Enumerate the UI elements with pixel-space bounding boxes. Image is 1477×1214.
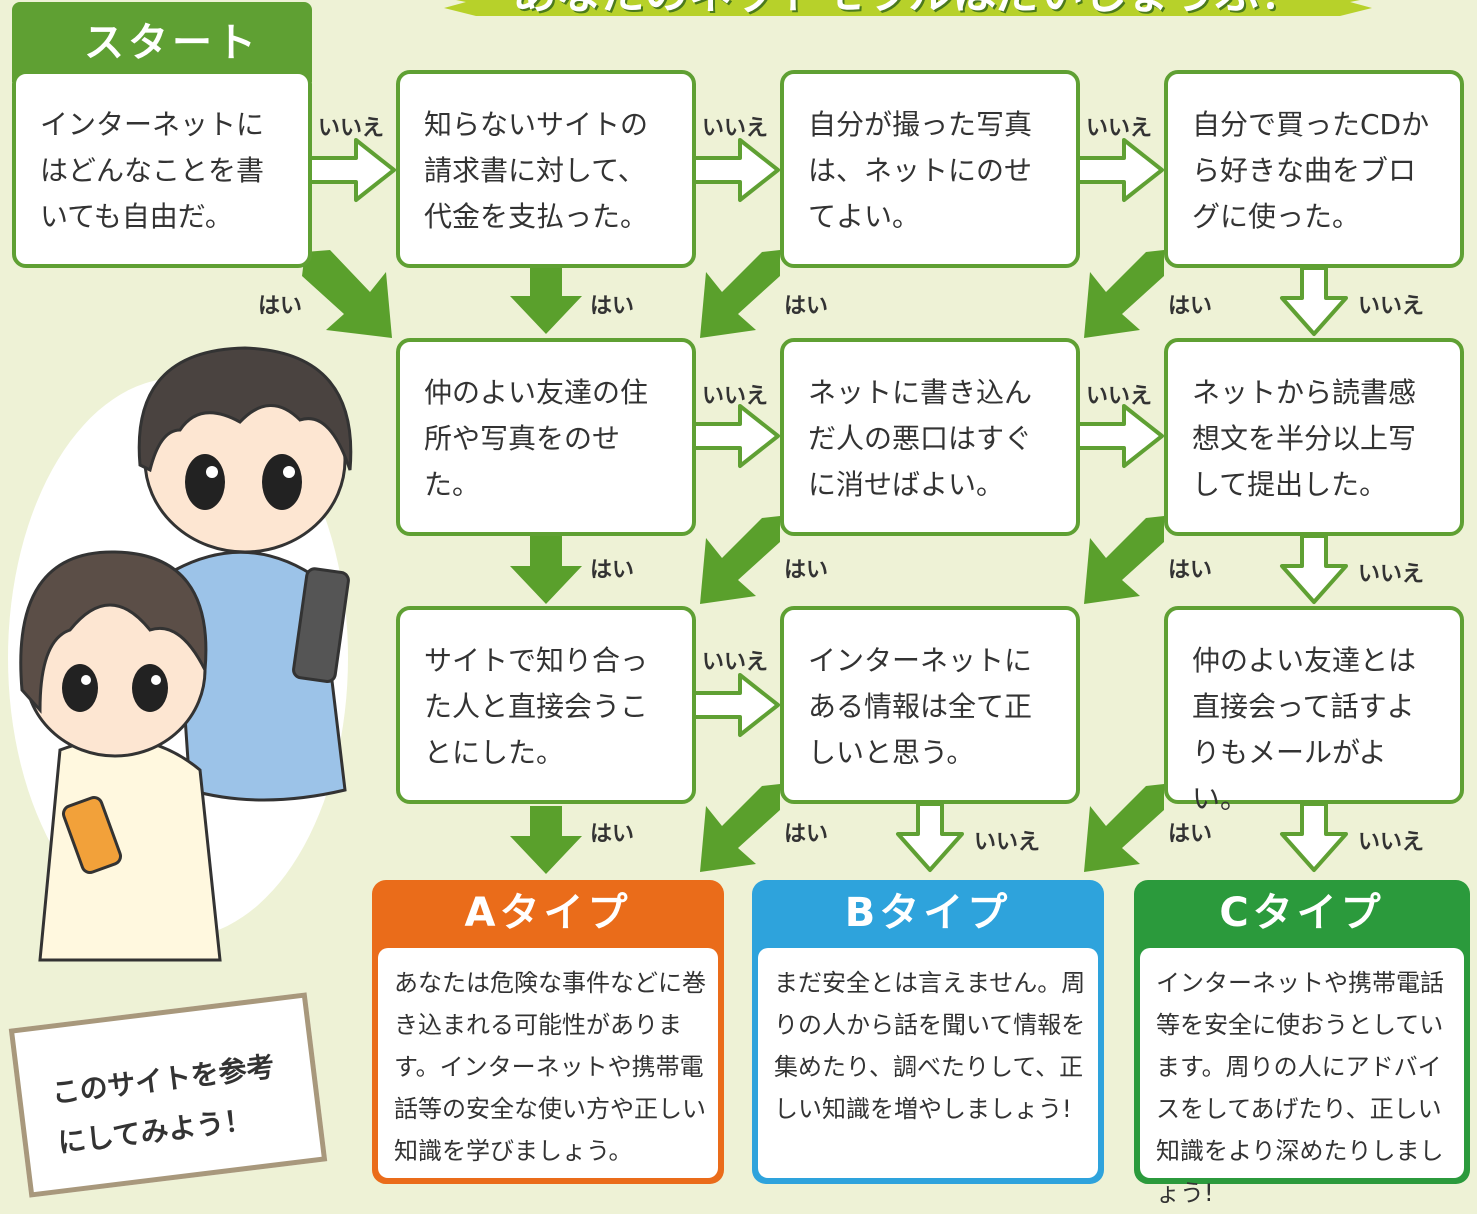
arrow-q9-a	[700, 784, 780, 872]
label-no: いいえ	[1358, 294, 1425, 319]
label-no: いいえ	[1358, 830, 1425, 855]
arrow-q1-q2	[308, 138, 396, 202]
label-yes: はい	[784, 558, 829, 583]
result-c: Cタイプ インターネットや携帯電話等を安全に使おうとしています。周りの人にアドバ…	[1134, 880, 1470, 1207]
reference-note: このサイトを参考にしてみよう！	[8, 992, 328, 1198]
question-box-10: 仲のよい友達とは直接会って話すよりもメールがよい。	[1164, 606, 1464, 815]
label-no: いいえ	[974, 830, 1041, 855]
arrow-q4-q7	[1280, 266, 1348, 336]
label-yes: はい	[1168, 822, 1213, 847]
arrow-q10-c	[1280, 802, 1348, 872]
result-c-text: インターネットや携帯電話等を安全に使おうとしています。周りの人にアドバイスをして…	[1140, 948, 1464, 1207]
arrow-q7-q10	[1280, 534, 1348, 604]
label-no: いいえ	[702, 650, 769, 675]
result-c-title: Cタイプ	[1219, 890, 1385, 936]
girl-illustration	[19, 550, 222, 962]
label-yes: はい	[1168, 294, 1213, 319]
question-box-4: 自分で買ったCDから好きな曲をブログに使った。	[1164, 70, 1464, 268]
label-yes: はい	[590, 558, 635, 583]
result-b-text: まだ安全とは言えません。周りの人から話を聞いて情報を集めたり、調べたりして、正し…	[758, 948, 1098, 1178]
arrow-q3-q5	[700, 250, 780, 338]
label-no: いいえ	[702, 116, 769, 141]
label-no: いいえ	[702, 384, 769, 409]
title-banner: あなたのネットモラルはだいじょうぶ！	[436, 0, 1380, 26]
arrow-q10-b	[1084, 784, 1164, 872]
result-a-text: あなたは危険な事件などに巻き込まれる可能性があります。インターネットや携帯電話等…	[378, 948, 718, 1178]
result-b: Bタイプ まだ安全とは言えません。周りの人から話を聞いて情報を集めたり、調べたり…	[752, 880, 1104, 1184]
arrow-q9-b	[896, 802, 964, 872]
question-box-3: 自分が撮った写真は、ネットにのせてよい。	[780, 70, 1080, 268]
arrow-q8-q9	[692, 673, 780, 737]
arrow-q4-q6	[1084, 250, 1164, 338]
children-illustration	[19, 346, 353, 962]
start-label: スタート	[84, 20, 260, 66]
arrow-q5-q6	[692, 404, 780, 468]
label-yes: はい	[1168, 558, 1213, 583]
label-yes: はい	[258, 294, 303, 319]
question-box-1: インターネットにはどんなことを書いても自由だ。	[12, 70, 312, 268]
arrow-q2-q5	[510, 266, 582, 334]
result-a-title: Aタイプ	[464, 890, 632, 936]
start-tab: スタート	[12, 2, 312, 82]
arrow-q3-q4	[1076, 138, 1164, 202]
arrow-q8-a	[510, 806, 582, 874]
label-no: いいえ	[1086, 384, 1153, 409]
question-box-6: ネットに書き込んだ人の悪口はすぐに消せばよい。	[780, 338, 1080, 536]
label-yes: はい	[590, 294, 635, 319]
label-no: いいえ	[318, 116, 385, 141]
page-title: あなたのネットモラルはだいじょうぶ！	[436, 0, 1380, 22]
label-yes: はい	[784, 822, 829, 847]
arrow-q5-q8	[510, 536, 582, 604]
question-box-5: 仲のよい友達の住所や写真をのせた。	[396, 338, 696, 536]
question-box-7: ネットから読書感想文を半分以上写して提出した。	[1164, 338, 1464, 536]
boy-illustration	[137, 346, 353, 802]
label-no: いいえ	[1358, 562, 1425, 587]
result-a: Aタイプ あなたは危険な事件などに巻き込まれる可能性があります。インターネットや…	[372, 880, 724, 1184]
result-b-title: Bタイプ	[844, 890, 1012, 936]
note-text: このサイトを参考にしてみよう！	[49, 1049, 277, 1160]
question-box-8: サイトで知り合った人と直接会うことにした。	[396, 606, 696, 804]
label-yes: はい	[784, 294, 829, 319]
arrow-q7-q9	[1084, 516, 1164, 604]
arrow-q6-q7	[1076, 404, 1164, 468]
arrow-q1-q5	[302, 250, 392, 338]
flow-arrows	[302, 138, 1348, 874]
label-yes: はい	[590, 822, 635, 847]
question-box-9: インターネットにある情報は全て正しいと思う。	[780, 606, 1080, 804]
question-box-2: 知らないサイトの請求書に対して、代金を支払った。	[396, 70, 696, 268]
arrow-q6-q8	[700, 516, 780, 604]
banner-shape	[444, 0, 1372, 16]
arrow-q2-q3	[692, 138, 780, 202]
label-no: いいえ	[1086, 116, 1153, 141]
